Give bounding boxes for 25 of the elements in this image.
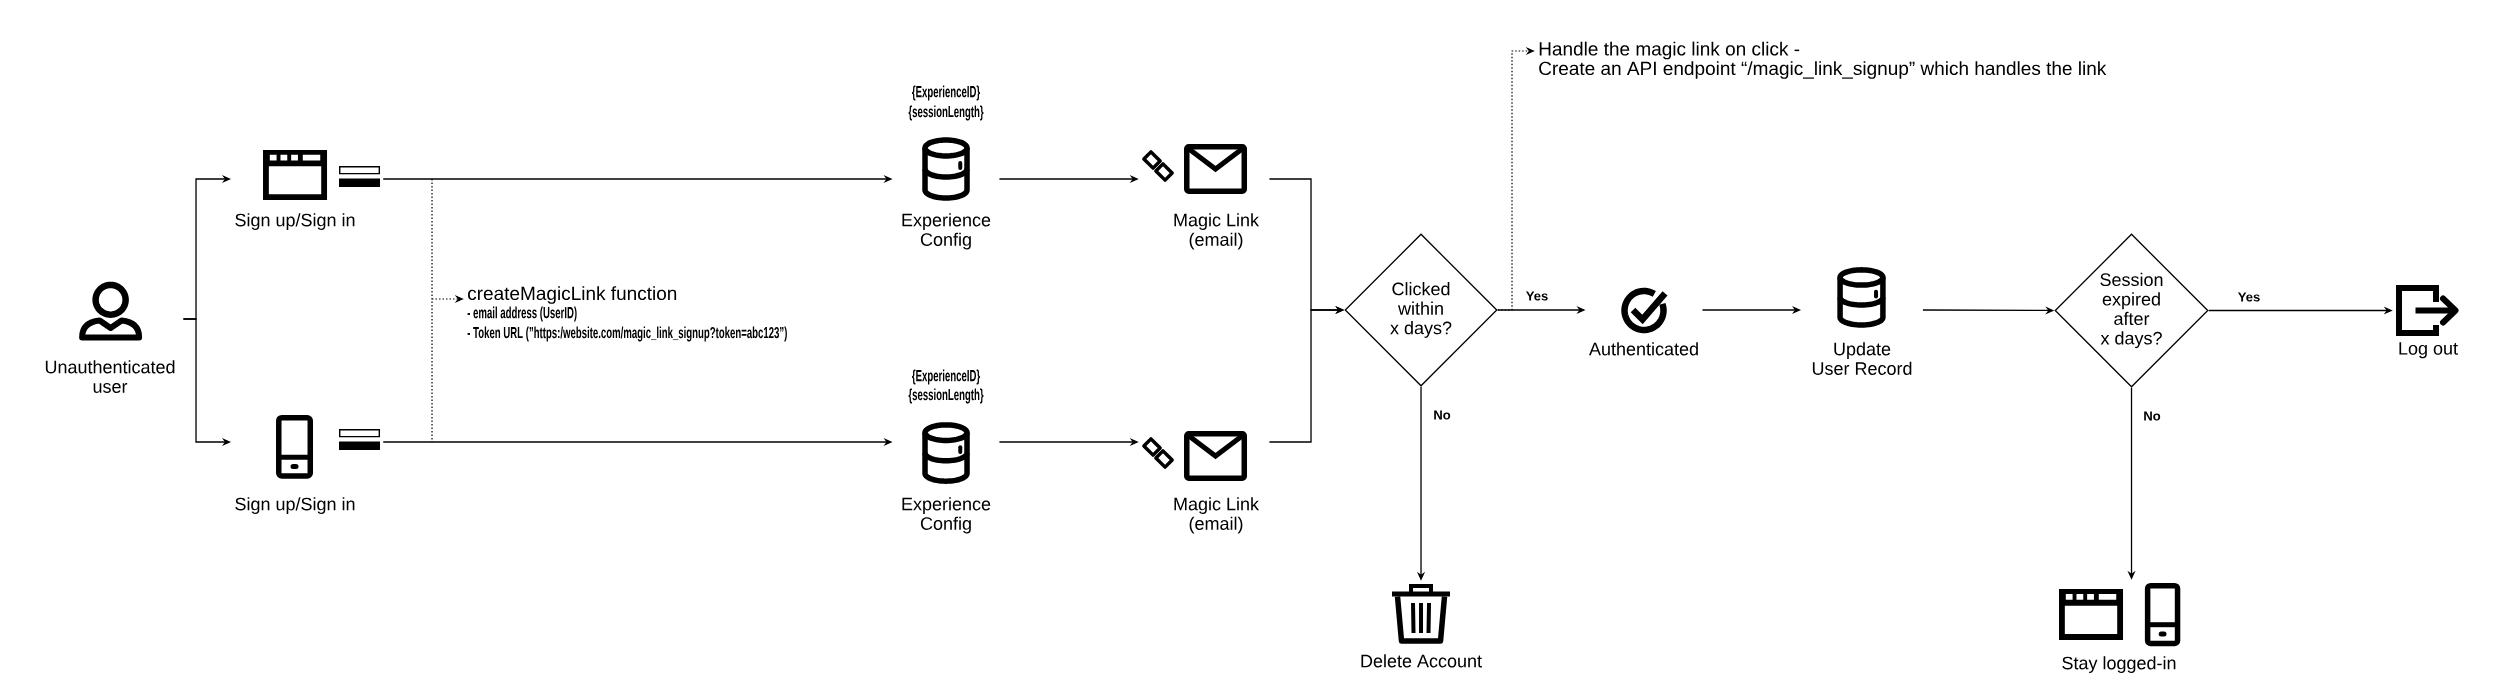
step-label: Log out: [2399, 342, 2458, 359]
step-label: Experience Config: [902, 213, 991, 250]
edge-label: No: [2141, 409, 2163, 423]
edge-label: Yes: [2236, 290, 2262, 304]
step-label: Magic Link (email): [1174, 213, 1260, 250]
step-label: Update User Record: [1812, 342, 1912, 375]
bullet-item: - email address (UserID): [467, 306, 577, 322]
step-label: Sign up/Sign in: [235, 213, 355, 230]
step-label: Experience Config: [902, 497, 991, 534]
variable-label: {ExperienceID}: [912, 85, 980, 101]
step-label: Authenticated: [1589, 342, 1698, 356]
step-label: Unauthenticated user: [45, 360, 175, 393]
variable-label: {ExperienceID}: [912, 369, 980, 385]
bullet-item: - Token URL (”https:/website.com/magic_link_signup?token=abc123”): [467, 326, 787, 342]
variable-label: {sessionLength}: [908, 105, 984, 121]
edge-label: Yes: [1524, 289, 1550, 303]
edge-label: No: [1431, 408, 1453, 422]
step-label: Magic Link (email): [1174, 497, 1260, 534]
variable-label: {sessionLength}: [908, 388, 984, 404]
note-text: Handle the magic link on click -: [1539, 41, 1800, 60]
note-heading: createMagicLink function: [468, 286, 677, 304]
step-label: Stay logged-in: [2062, 656, 2176, 673]
note-text: Create an API endpoint “/magic_link_signup” which handles the link: [1539, 61, 2107, 79]
step-label: Delete Account: [1361, 654, 1482, 668]
step-label: Sign up/Sign in: [235, 497, 355, 514]
